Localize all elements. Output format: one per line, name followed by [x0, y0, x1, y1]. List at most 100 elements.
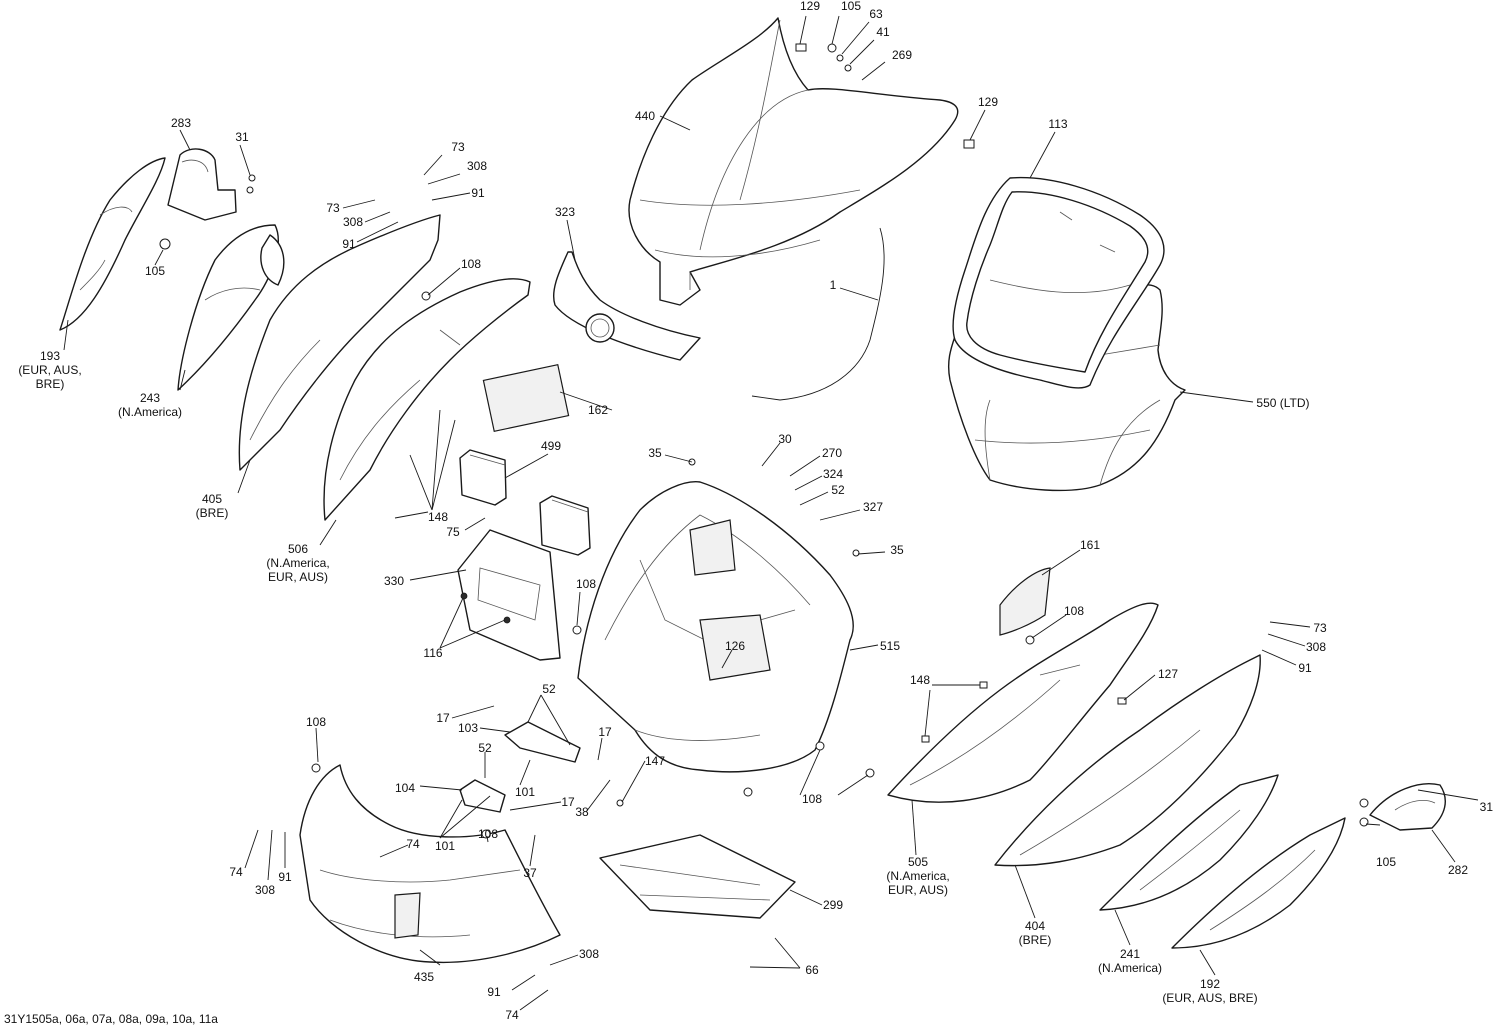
callout-270: 270: [822, 446, 842, 460]
callout-506: 506(N.America,EUR, AUS): [266, 542, 329, 584]
callout-330: 330: [384, 574, 404, 588]
callout-108: 108: [306, 715, 326, 729]
callout-line: 405: [202, 492, 222, 506]
callout-323: 323: [555, 205, 575, 219]
callout-1: 1: [830, 278, 837, 292]
callout-line: 162: [588, 403, 608, 417]
callout-line: 103: [458, 721, 478, 735]
callout-505: 505(N.America,EUR, AUS): [886, 855, 949, 897]
callout-52: 52: [831, 483, 845, 497]
callout-404: 404(BRE): [1019, 919, 1052, 947]
headlight-lens-left: [59, 157, 166, 331]
callout-148: 148: [428, 510, 448, 524]
callout-327: 327: [863, 500, 883, 514]
callout-line: 404: [1025, 919, 1045, 933]
callout-line: 105: [841, 0, 861, 13]
callout-labels: 129 105 63 41 269 129 440 113 283 31 73 …: [18, 0, 1493, 1022]
callout-line: (EUR, AUS, BRE): [1162, 991, 1257, 1005]
headlight-shell-241: [1099, 774, 1279, 911]
lower-fairing-435: [299, 764, 561, 964]
cover-plate-330: [457, 529, 561, 661]
callout-73: 73: [1313, 621, 1327, 635]
callout-line: 327: [863, 500, 883, 514]
callout-241: 241(N.America): [1098, 947, 1162, 975]
callout-line: 31: [1480, 800, 1494, 814]
bracket-104: [459, 779, 506, 813]
callout-line: 91: [342, 237, 356, 251]
callout-line: 108: [306, 715, 326, 729]
callout-line: 330: [384, 574, 404, 588]
callout-line: 113: [1048, 117, 1067, 131]
callout-line: 129: [800, 0, 820, 13]
callout-line: 108: [461, 257, 481, 271]
callout-line: 515: [880, 639, 900, 653]
callout-127: 127: [1158, 667, 1178, 681]
callout-116: 116: [423, 646, 442, 660]
callout-108: 108: [1064, 604, 1084, 618]
callout-line: 105: [145, 264, 165, 278]
front-frame-515: [577, 481, 854, 773]
callout-line: 269: [892, 48, 912, 62]
callout-74: 74: [406, 837, 420, 851]
callout-75: 75: [446, 525, 460, 539]
callout-line: (EUR, AUS,: [18, 363, 81, 377]
callout-line: 38: [575, 805, 589, 819]
callout-line: 37: [523, 866, 537, 880]
callout-269: 269: [892, 48, 912, 62]
callout-line: 243: [140, 391, 160, 405]
callout-line: 108: [478, 827, 498, 841]
cable-1: [751, 227, 885, 401]
callout-line: 101: [515, 785, 535, 799]
headlight-module-499: [459, 449, 591, 556]
leader-lines: [63, 15, 1479, 1011]
callout-line: 435: [414, 970, 434, 984]
side-panel-404: [994, 654, 1261, 867]
callout-113: 113: [1048, 117, 1067, 131]
callout-308: 308: [1306, 640, 1326, 654]
callout-105: 105: [841, 0, 861, 13]
callout-line: (N.America,: [266, 556, 329, 570]
callout-147: 147: [645, 754, 665, 768]
callout-line: 104: [395, 781, 415, 795]
callout-line: 35: [890, 543, 904, 557]
callout-line: 147: [645, 754, 665, 768]
callout-line: 282: [1448, 863, 1468, 877]
callout-line: 52: [478, 741, 492, 755]
hardware-markers: [159, 43, 1369, 839]
callout-91: 91: [278, 870, 292, 884]
callout-line: 105: [1376, 855, 1396, 869]
callout-line: (N.America): [118, 405, 182, 419]
callout-308: 308: [343, 215, 363, 229]
callout-line: 108: [576, 577, 596, 591]
callout-31: 31: [1480, 800, 1494, 814]
callout-line: 192: [1200, 977, 1220, 991]
callout-line: 108: [802, 792, 822, 806]
bracket-103: [504, 721, 581, 763]
callout-line: 74: [505, 1008, 519, 1022]
callout-line: 74: [229, 865, 243, 879]
callout-line: BRE): [36, 377, 65, 391]
callout-17: 17: [598, 725, 612, 739]
callout-line: 1: [830, 278, 837, 292]
callout-line: 52: [831, 483, 845, 497]
callout-line: 440: [635, 109, 655, 123]
callout-35: 35: [890, 543, 904, 557]
callout-line: 31: [235, 130, 249, 144]
callout-line: 308: [343, 215, 363, 229]
callout-162: 162: [588, 403, 608, 417]
callout-299: 299: [823, 898, 843, 912]
callout-line: 270: [822, 446, 842, 460]
callout-108: 108: [802, 792, 822, 806]
lower-visor: [553, 251, 701, 361]
callout-line: 75: [446, 525, 460, 539]
callout-515: 515: [880, 639, 900, 653]
callout-73: 73: [326, 201, 340, 215]
callout-499: 499: [541, 439, 561, 453]
callout-52: 52: [478, 741, 492, 755]
callout-17: 17: [561, 795, 575, 809]
side-panel-405: [238, 214, 441, 471]
callout-line: 126: [725, 639, 745, 653]
callout-line: 17: [598, 725, 612, 739]
callout-line: 148: [910, 673, 930, 687]
